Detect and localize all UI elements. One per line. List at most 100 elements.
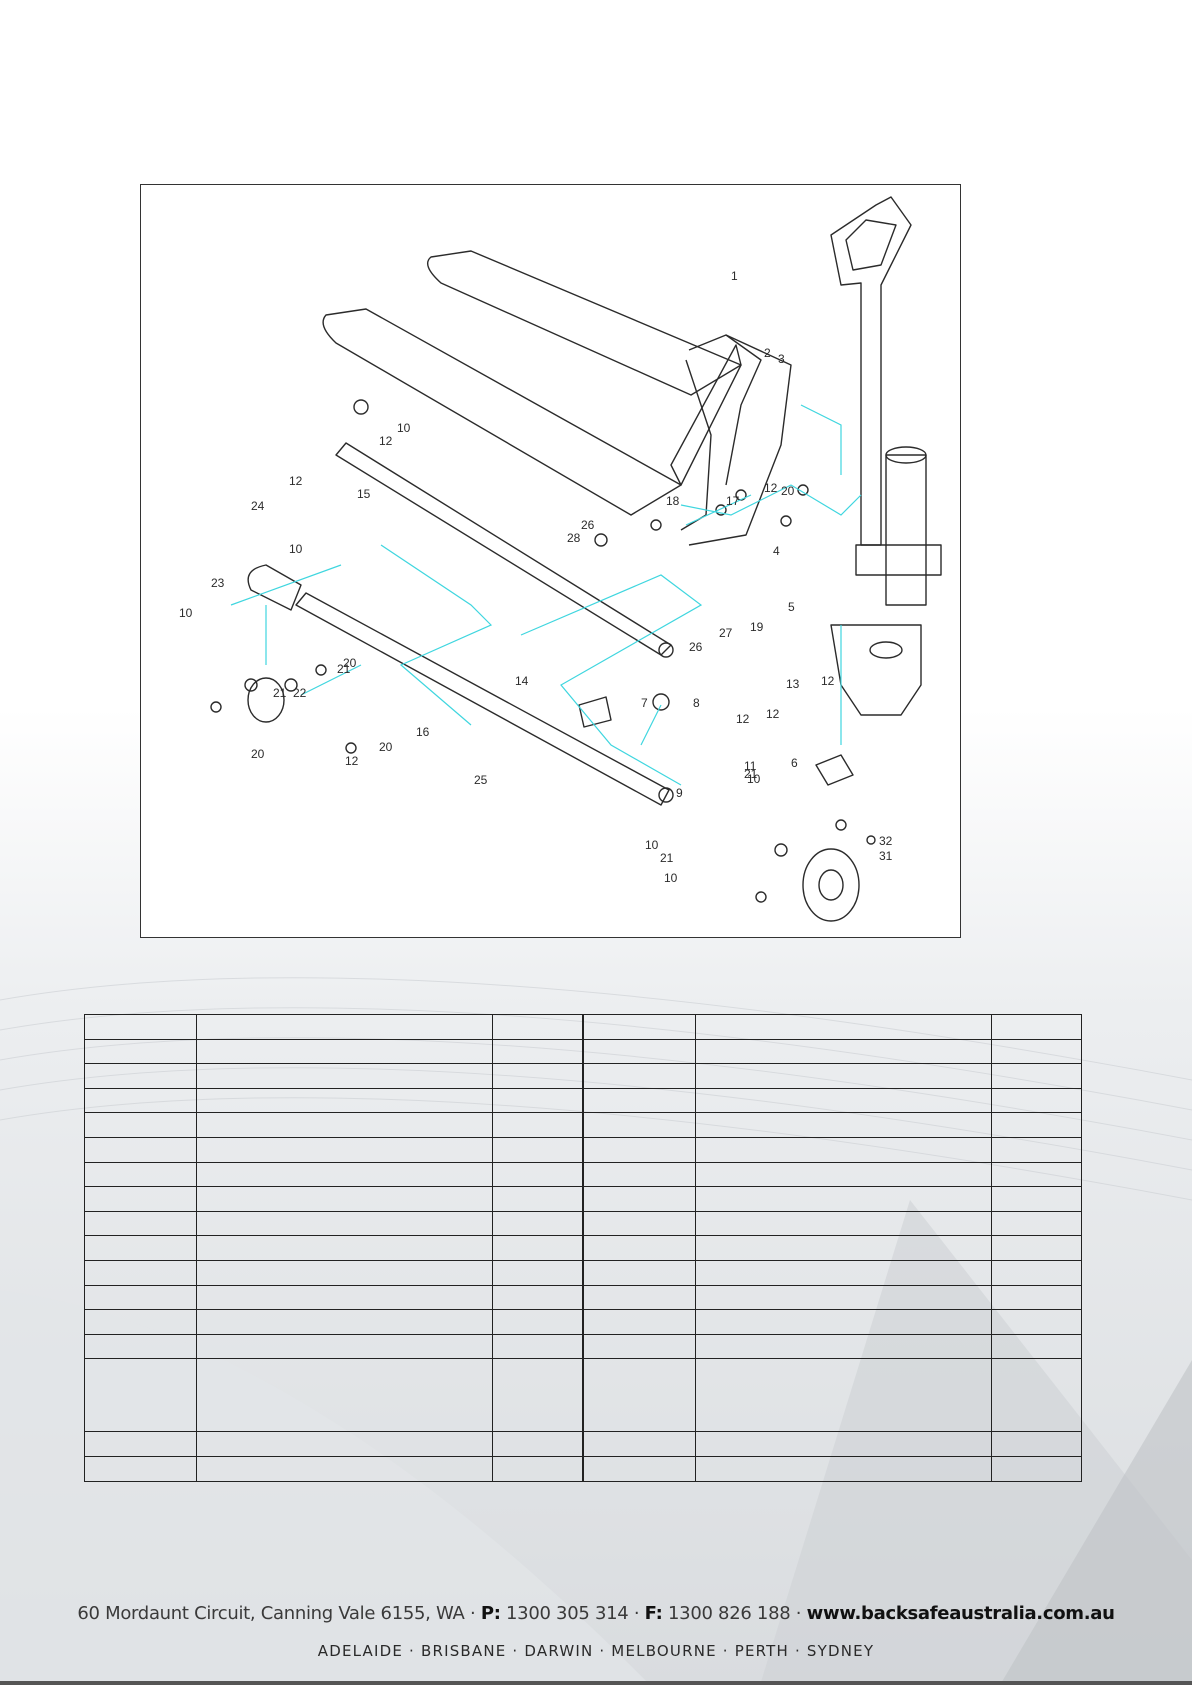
table-cell <box>581 1358 696 1433</box>
table-cell <box>84 1161 197 1188</box>
table-cell <box>196 1136 493 1163</box>
table-cell <box>196 1063 493 1089</box>
table-cell <box>492 1210 583 1237</box>
table-cell <box>695 1112 992 1138</box>
table-row <box>84 1038 1082 1065</box>
chassis-frame <box>688 334 792 546</box>
table-cell <box>581 1284 696 1311</box>
table-cell <box>196 1186 493 1212</box>
callout-number: 11 <box>744 759 757 773</box>
table-row <box>84 1358 1082 1433</box>
fax-label: F: <box>644 1603 663 1624</box>
table-row <box>84 1161 1082 1188</box>
table-cell <box>196 1284 493 1311</box>
table-cell <box>581 1087 696 1114</box>
table-cell <box>196 1455 493 1482</box>
table-cell <box>581 1333 696 1360</box>
pump-cylinder <box>885 454 927 606</box>
table-cell <box>581 1112 696 1138</box>
fork-front <box>322 308 682 516</box>
callout-number: 21 <box>273 686 287 700</box>
table-cell <box>196 1210 493 1237</box>
bottom-rule <box>0 1681 1192 1685</box>
footer-cities: ADELAIDE · BRISBANE · DARWIN · MELBOURNE… <box>317 1642 875 1660</box>
table-cell <box>695 1284 992 1311</box>
steering-yoke <box>830 624 922 716</box>
table-row <box>84 1309 1082 1335</box>
table-cell <box>581 1161 696 1188</box>
callout-number: 12 <box>764 481 778 495</box>
table-cell <box>84 1112 197 1138</box>
table-cell <box>991 1063 1082 1089</box>
callout-number: 8 <box>693 696 700 710</box>
table-cell <box>196 1431 493 1457</box>
piston-7 <box>578 696 612 728</box>
callout-number: 3 <box>778 352 785 366</box>
table-row <box>84 1186 1082 1212</box>
callout-number: 13 <box>786 677 800 691</box>
callout-number: 1 <box>731 269 738 283</box>
table-cell <box>581 1014 696 1040</box>
table-cell <box>492 1112 583 1138</box>
callout-number: 16 <box>416 725 430 739</box>
table-cell <box>581 1186 696 1212</box>
table-row <box>84 1455 1082 1482</box>
table-cell <box>991 1333 1082 1360</box>
table-cell <box>492 1136 583 1163</box>
table-cell <box>492 1235 583 1261</box>
table-cell <box>695 1259 992 1286</box>
callout-number: 20 <box>781 484 795 498</box>
callout-number: 18 <box>666 494 680 508</box>
table-cell <box>695 1136 992 1163</box>
table-cell <box>492 1431 583 1457</box>
callout-number: 25 <box>474 773 488 787</box>
table-row <box>84 1136 1082 1163</box>
callout-number: 31 <box>879 849 893 863</box>
table-cell <box>991 1431 1082 1457</box>
table-cell <box>492 1186 583 1212</box>
table-cell <box>695 1358 992 1433</box>
table-cell <box>695 1014 992 1040</box>
table-cell <box>196 1235 493 1261</box>
callout-number: 10 <box>289 542 303 556</box>
table-cell <box>196 1309 493 1335</box>
table-cell <box>991 1235 1082 1261</box>
callout-number: 7 <box>641 696 648 710</box>
table-cell <box>991 1136 1082 1163</box>
table-cell <box>695 1210 992 1237</box>
table-cell <box>991 1309 1082 1335</box>
table-cell <box>84 1284 197 1311</box>
callout-number: 21 <box>660 851 674 865</box>
table-cell <box>196 1333 493 1360</box>
callout-number: 10 <box>397 421 411 435</box>
table-cell <box>581 1136 696 1163</box>
table-cell <box>492 1161 583 1188</box>
table-cell <box>84 1358 197 1433</box>
table-cell <box>492 1309 583 1335</box>
callout-number: 14 <box>515 674 529 688</box>
callout-number: 26 <box>581 518 595 532</box>
handle <box>830 196 912 546</box>
table-cell <box>492 1014 583 1040</box>
website-link[interactable]: www.backsafeaustralia.com.au <box>806 1603 1115 1624</box>
callout-number: 12 <box>379 434 393 448</box>
table-cell <box>695 1309 992 1335</box>
table-cell <box>695 1161 992 1188</box>
table-row <box>84 1431 1082 1457</box>
table-cell <box>84 1259 197 1286</box>
table-row <box>84 1284 1082 1311</box>
callout-number: 12 <box>766 707 780 721</box>
table-cell <box>196 1014 493 1040</box>
table-cell <box>695 1455 992 1482</box>
callout-number: 24 <box>251 499 265 513</box>
table-row <box>84 1014 1082 1040</box>
table-cell <box>581 1063 696 1089</box>
callout-number: 28 <box>567 531 581 545</box>
table-cell <box>695 1333 992 1360</box>
table-cell <box>581 1309 696 1335</box>
table-cell <box>196 1259 493 1286</box>
table-cell <box>695 1186 992 1212</box>
callout-number: 23 <box>211 576 225 590</box>
